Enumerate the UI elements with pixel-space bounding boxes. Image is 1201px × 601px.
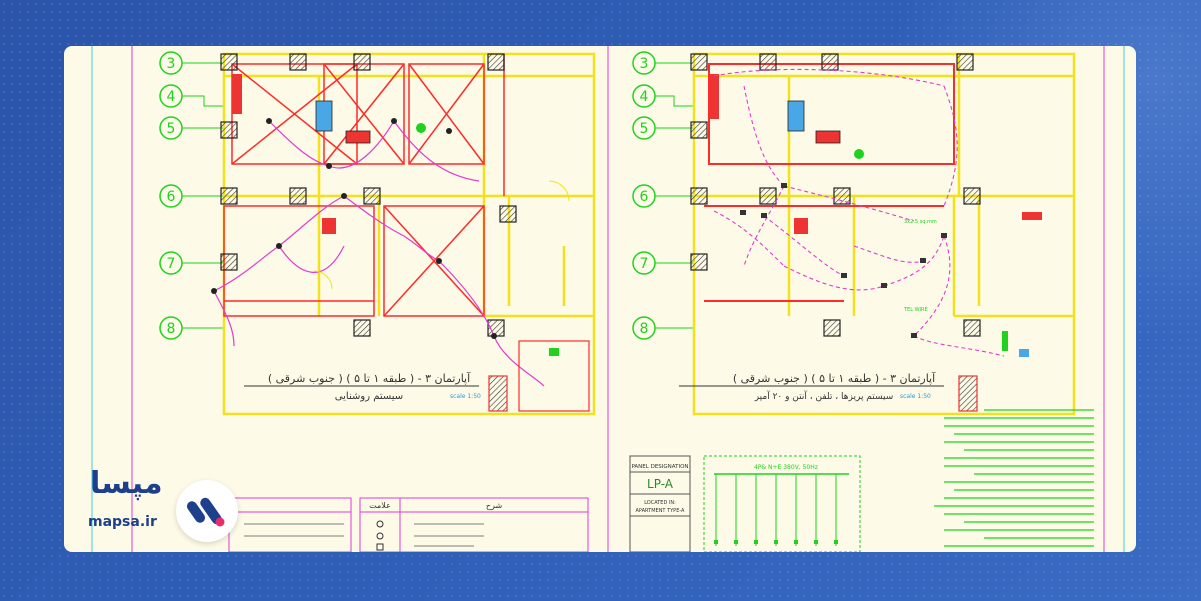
left-grid-bubbles: 3 4 5 6 7 8 bbox=[159, 51, 183, 340]
grid-bubble-5: 5 bbox=[159, 116, 183, 140]
mapsa-logo-icon bbox=[176, 480, 238, 542]
svg-text:5: 5 bbox=[167, 121, 176, 137]
legend-header-symbol: علامت bbox=[369, 501, 391, 510]
legend-header-description: شرح bbox=[486, 501, 503, 510]
left-plan-subtitle: سیستم روشنایی bbox=[335, 391, 403, 402]
left-plan-title: آپارتمان ۳ - ( طبقه ۱ تا ۵ ) ( جنوب شرقی… bbox=[268, 371, 471, 385]
svg-text:8: 8 bbox=[167, 321, 176, 337]
svg-text:8: 8 bbox=[640, 321, 649, 337]
right-plan-subtitle: سیستم پریزها ، تلفن ، آنتن و ۲۰ آمپر bbox=[754, 390, 894, 402]
grid-bubble-7: 7 bbox=[632, 251, 656, 275]
annotation-tel: TEL WIRE bbox=[903, 307, 928, 313]
annotation-cable: 3x2.5 sq.mm bbox=[904, 219, 937, 225]
drawing-card: 3 4 5 6 7 8 bbox=[64, 46, 1136, 552]
panel-schedule: PANEL DESIGNATION LP-A LOCATED IN: APART… bbox=[629, 455, 861, 552]
grid-bubble-4: 4 bbox=[159, 84, 183, 108]
svg-text:6: 6 bbox=[167, 189, 176, 205]
grid-bubble-8: 8 bbox=[159, 316, 183, 340]
grid-bubble-7: 7 bbox=[159, 251, 183, 275]
svg-text:3: 3 bbox=[167, 56, 176, 72]
grid-bubble-5: 5 bbox=[632, 116, 656, 140]
panel-feed-label: 4P& N+E 380V, 50Hz bbox=[754, 464, 818, 471]
svg-text:6: 6 bbox=[640, 189, 649, 205]
svg-text:4: 4 bbox=[640, 89, 649, 105]
cad-drawing: 3 4 5 6 7 8 bbox=[91, 46, 1125, 552]
brand-url: mapsa.ir bbox=[88, 514, 157, 530]
panel-location-label: LOCATED IN: bbox=[644, 500, 676, 506]
grid-bubble-4: 4 bbox=[632, 84, 656, 108]
left-floor-plan: 3 4 5 6 7 8 bbox=[159, 51, 596, 416]
svg-text:7: 7 bbox=[640, 256, 649, 272]
brand-name: مپسا bbox=[90, 466, 163, 501]
panel-location: APARTMENT TYPE-A bbox=[636, 508, 686, 514]
grid-bubble-6: 6 bbox=[159, 184, 183, 208]
right-plan-scale: scale 1:50 bbox=[900, 393, 931, 400]
grid-bubble-8: 8 bbox=[632, 316, 656, 340]
svg-text:3: 3 bbox=[640, 56, 649, 72]
sheet-border bbox=[91, 46, 1125, 552]
grid-bubble-3: 3 bbox=[159, 51, 183, 75]
svg-text:4: 4 bbox=[167, 89, 176, 105]
grid-bubble-6: 6 bbox=[632, 184, 656, 208]
grid-bubble-3: 3 bbox=[632, 51, 656, 75]
legend-table: علامت شرح bbox=[228, 497, 589, 552]
panel-designation: LP-A bbox=[647, 477, 674, 491]
right-plan-title: آپارتمان ۳ - ( طبقه ۱ تا ۵ ) ( جنوب شرقی… bbox=[733, 371, 936, 385]
mapsa-logo[interactable]: مپسا mapsa.ir bbox=[78, 462, 248, 542]
left-plan-scale: scale 1:50 bbox=[450, 393, 481, 400]
general-notes bbox=[934, 409, 1094, 547]
panel-header: PANEL DESIGNATION bbox=[631, 464, 688, 470]
right-floor-plan: 3 4 5 6 7 8 bbox=[632, 51, 1076, 416]
svg-text:7: 7 bbox=[167, 256, 176, 272]
right-grid-bubbles: 3 4 5 6 7 8 bbox=[632, 51, 656, 340]
svg-text:5: 5 bbox=[640, 121, 649, 137]
